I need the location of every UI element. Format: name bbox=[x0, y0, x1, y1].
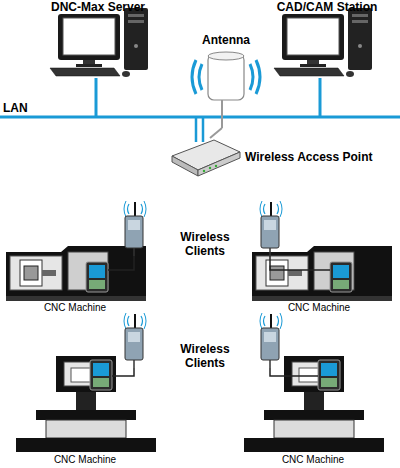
network-label: LAN bbox=[3, 101, 43, 115]
machine-label: CNC Machine bbox=[28, 454, 142, 466]
device-label: Wireless Access Point bbox=[245, 150, 397, 164]
antenna-label: Antenna bbox=[190, 33, 262, 47]
client-label: Wireless Clients bbox=[168, 342, 242, 370]
device-label: CAD/CAM Station bbox=[262, 0, 392, 14]
machine-label: CNC Machine bbox=[256, 454, 370, 466]
machine-label: CNC Machine bbox=[18, 302, 132, 314]
machine-label: CNC Machine bbox=[262, 302, 376, 314]
device-label: DNC-Max Server bbox=[36, 0, 160, 14]
client-label: Wireless Clients bbox=[168, 230, 242, 258]
